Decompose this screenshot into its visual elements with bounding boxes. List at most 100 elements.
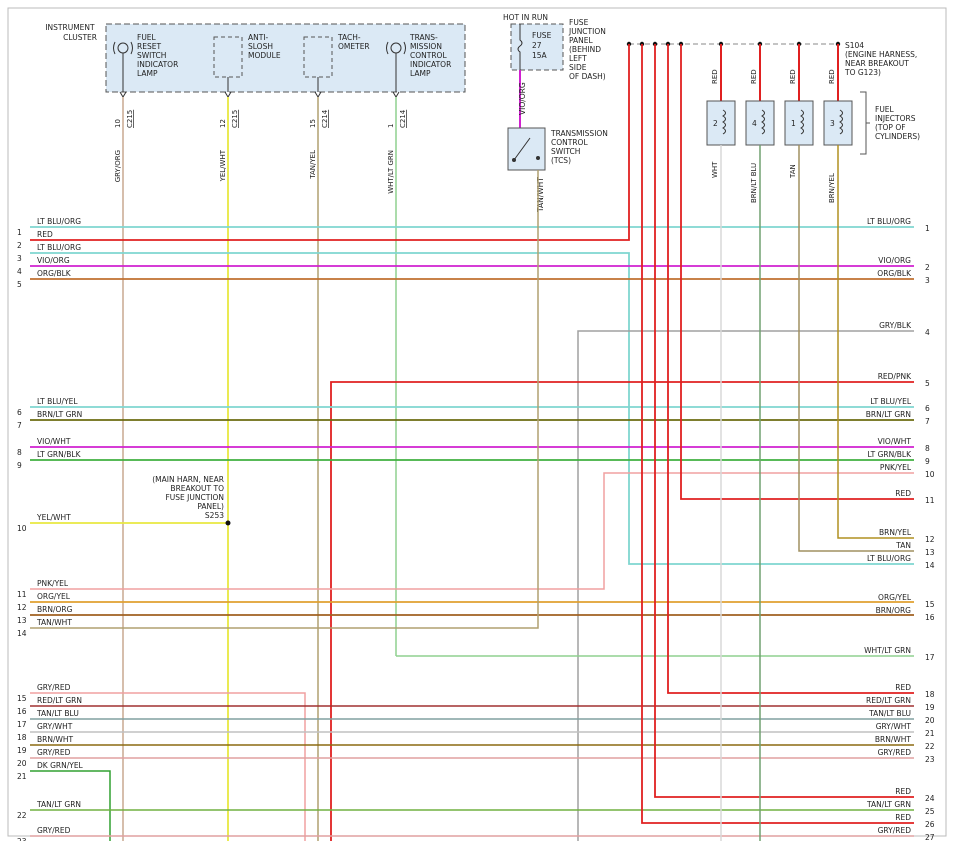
right-wire-label: TAN <box>895 541 911 550</box>
right-wire-label: PNK/YEL <box>880 463 912 472</box>
wire-label: TAN <box>789 164 797 179</box>
left-wire-label: TAN/WHT <box>36 618 72 627</box>
left-pin-number: 22 <box>17 811 27 820</box>
left-pin-number: 10 <box>17 524 27 533</box>
connector-id: C215 <box>126 110 134 128</box>
wire <box>837 145 914 539</box>
right-pin-number: 10 <box>925 470 935 479</box>
right-pin-number: 9 <box>925 457 930 466</box>
left-pin-number: 18 <box>17 733 27 742</box>
right-wire-label: GRY/RED <box>878 826 912 835</box>
left-wire-label: BRN/ORG <box>37 605 73 614</box>
tcs-box <box>507 127 546 171</box>
left-pin-number: 11 <box>17 590 27 599</box>
injector-bracket <box>860 91 870 155</box>
module-icon <box>213 36 243 78</box>
right-wire-label: LT BLU/YEL <box>870 397 911 406</box>
left-wire-label: TAN/LT GRN <box>36 800 81 809</box>
right-pin-number: 23 <box>925 755 935 764</box>
left-pin-number: 16 <box>17 707 27 716</box>
right-wire-label: VIO/ORG <box>878 256 911 265</box>
left-wire-label: LT BLU/ORG <box>37 217 81 226</box>
module-icon <box>303 36 333 78</box>
right-pin-number: 11 <box>925 496 935 505</box>
wire <box>577 330 914 841</box>
left-wire-label: GRY/WHT <box>37 722 73 731</box>
left-wire-label: LT BLU/ORG <box>37 243 81 252</box>
left-wire-label: GRY/RED <box>37 683 71 692</box>
switch-contact-icon <box>512 158 516 162</box>
left-pin-number: 23 <box>17 837 27 841</box>
right-pin-number: 21 <box>925 729 935 738</box>
left-pin-number: 1 <box>17 228 22 237</box>
connector-id: C214 <box>399 109 407 128</box>
connector-pin: 1 <box>387 124 395 128</box>
wire-label: WHT/LT GRN <box>387 150 395 194</box>
right-pin-number: 7 <box>925 417 930 426</box>
connector-icon <box>119 91 127 98</box>
left-pin-number: 15 <box>17 694 27 703</box>
right-pin-number: 2 <box>925 263 930 272</box>
left-pin-number: 8 <box>17 448 22 457</box>
injector-number: 4 <box>752 119 757 128</box>
connector-pin: 15 <box>309 119 317 128</box>
left-wire-label: TAN/LT BLU <box>36 709 79 718</box>
wire <box>330 381 914 841</box>
connector-pin: 10 <box>114 119 122 128</box>
wire <box>30 170 539 629</box>
right-pin-number: 1 <box>925 224 930 233</box>
left-pin-number: 4 <box>17 267 22 276</box>
wire <box>680 44 914 500</box>
right-wire-label: TAN/LT BLU <box>868 709 911 718</box>
right-wire-label: LT BLU/ORG <box>867 554 911 563</box>
coil-icon <box>839 109 843 135</box>
right-wire-label: RED <box>895 683 911 692</box>
fuse-label: FUSE 27 15A <box>532 31 554 60</box>
left-wire-label: VIO/ORG <box>37 256 70 265</box>
right-wire-label: BRN/YEL <box>879 528 912 537</box>
right-wire-label: VIO/WHT <box>878 437 912 446</box>
right-pin-number: 17 <box>925 653 935 662</box>
right-wire-label: BRN/WHT <box>875 735 912 744</box>
connector-pin: 12 <box>219 119 227 128</box>
coil-icon <box>722 109 726 135</box>
right-wire-label: LT GRN/BLK <box>867 450 912 459</box>
left-wire-label: DK GRN/YEL <box>37 761 84 770</box>
wire-label: RED <box>750 69 758 84</box>
left-wire-label: ORG/YEL <box>37 592 71 601</box>
left-pin-number: 7 <box>17 421 22 430</box>
wire <box>667 44 914 694</box>
right-wire-label: BRN/LT GRN <box>866 410 911 419</box>
left-pin-number: 6 <box>17 408 22 417</box>
right-wire-label: ORG/BLK <box>877 269 912 278</box>
hot-in-run-label: HOT IN RUN <box>503 13 548 22</box>
left-pin-number: 3 <box>17 254 22 263</box>
cluster-component-label: TACH-OMETER <box>337 33 370 51</box>
left-wire-label: PNK/YEL <box>37 579 69 588</box>
left-pin-number: 2 <box>17 241 22 250</box>
injector-number: 1 <box>791 119 796 128</box>
switch-icon <box>513 137 531 161</box>
connector-icon <box>392 91 400 98</box>
left-wire-label: RED/LT GRN <box>37 696 82 705</box>
right-pin-number: 18 <box>925 690 935 699</box>
right-pin-number: 6 <box>925 404 930 413</box>
left-wire-label: VIO/WHT <box>37 437 71 446</box>
fuse-icon <box>517 24 523 70</box>
wire-label: YEL/WHT <box>219 149 227 182</box>
wire <box>654 44 914 798</box>
right-pin-number: 22 <box>925 742 935 751</box>
right-wire-label: LT BLU/ORG <box>867 217 911 226</box>
instrument-cluster-box <box>105 23 466 93</box>
right-pin-number: 20 <box>925 716 935 725</box>
wire-label: WHT <box>711 161 719 178</box>
